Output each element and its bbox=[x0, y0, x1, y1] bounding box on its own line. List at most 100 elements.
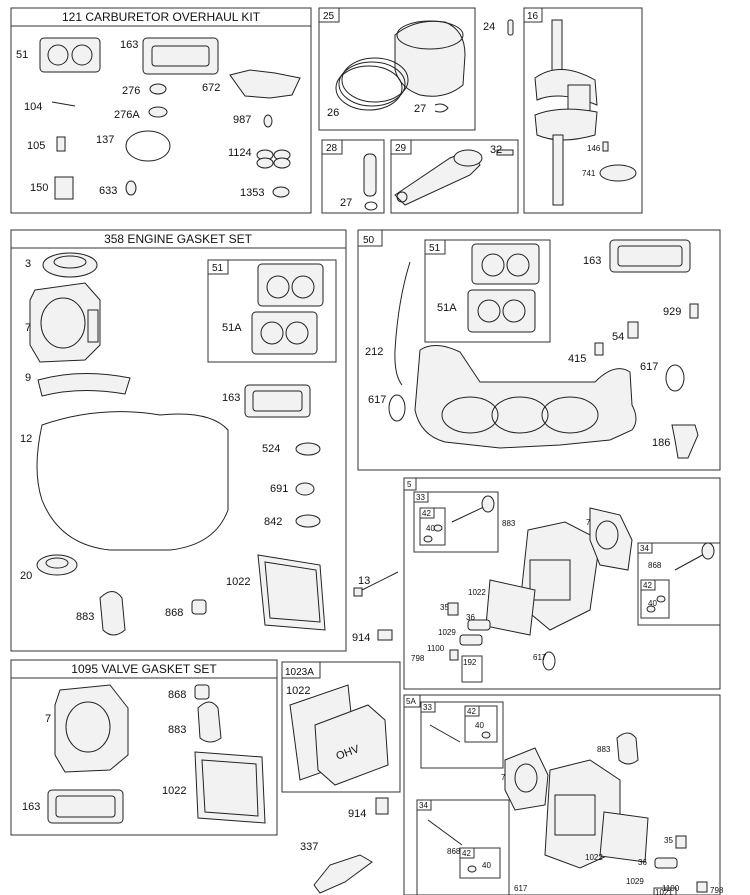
box-tag: 42 bbox=[462, 849, 471, 858]
bolt-929 bbox=[689, 303, 699, 319]
intake-valve-stem-2 bbox=[429, 724, 461, 743]
pin-24 bbox=[507, 19, 514, 36]
part-label: 24 bbox=[483, 21, 495, 33]
cylinder-head-tag-frame bbox=[403, 477, 417, 491]
part-label: 1022 bbox=[162, 785, 186, 797]
manifold-port bbox=[441, 396, 499, 434]
head-gasket-bore bbox=[595, 520, 619, 550]
part-label: 672 bbox=[202, 82, 220, 94]
cylinder-head-5a-box: 5A 33 42 34 42 1021 40 883 7 868 40 35 3… bbox=[403, 694, 724, 895]
crankshaft-frame bbox=[523, 7, 643, 214]
piston-pin bbox=[363, 153, 377, 197]
rocker-36b bbox=[654, 857, 678, 869]
part-label: 1100 bbox=[662, 884, 680, 893]
part-label: 868 bbox=[168, 689, 186, 701]
box-tag: 34 bbox=[419, 801, 428, 810]
box-tag: 25 bbox=[323, 11, 335, 22]
intake-gasket-bore bbox=[291, 275, 315, 299]
exhaust-valve-tag-frame-2 bbox=[416, 799, 432, 811]
keeper-box-4 bbox=[459, 847, 501, 879]
part-label: 337 bbox=[300, 841, 318, 853]
part-label: 617 bbox=[514, 884, 528, 893]
part-label: 40 bbox=[648, 599, 657, 608]
part-label: 26 bbox=[327, 107, 339, 119]
part-label: 1022 bbox=[226, 576, 250, 588]
manifold-gasket-box bbox=[424, 239, 551, 343]
valve-gasket-header bbox=[10, 659, 278, 679]
part-label: 35 bbox=[664, 836, 673, 845]
cylinder-head-box: 5 33 42 34 42 192 40 883 7 86 bbox=[403, 477, 721, 690]
part-label: 150 bbox=[30, 182, 48, 194]
part-label: 163 bbox=[22, 801, 40, 813]
part-label: 146 bbox=[587, 144, 601, 153]
box-tag: 34 bbox=[640, 544, 649, 553]
manifold-gasket bbox=[471, 243, 540, 285]
bolt-54 bbox=[627, 321, 639, 339]
part-label: 617 bbox=[640, 361, 658, 373]
part-label: 27 bbox=[414, 103, 426, 115]
exhaust-valve-box bbox=[637, 542, 721, 626]
part-label: 415 bbox=[568, 353, 586, 365]
valve-cover-box: 1023A OHV 1022 bbox=[281, 661, 401, 793]
carb-gasket-bore bbox=[47, 44, 69, 66]
bolt-914 bbox=[377, 629, 393, 641]
gasket-163b-inner bbox=[617, 245, 683, 267]
part-label: 40 bbox=[482, 861, 491, 870]
gasket-883 bbox=[99, 591, 126, 636]
part-label: 104 bbox=[24, 101, 42, 113]
box-tag: 42 bbox=[422, 509, 431, 518]
box-tag: 42 bbox=[643, 581, 652, 590]
part-label: 1022 bbox=[585, 853, 603, 862]
box-tag: 29 bbox=[395, 143, 407, 154]
gasket-163c-inner bbox=[55, 795, 116, 818]
keeper-tag-frame-3 bbox=[464, 705, 480, 717]
gasket-9 bbox=[37, 373, 131, 397]
part-label: 7 bbox=[501, 773, 506, 782]
box-tag: 33 bbox=[423, 703, 432, 712]
manifold-gasket-bore bbox=[477, 299, 501, 323]
gasket-1022 bbox=[257, 554, 326, 631]
part-label: 1353 bbox=[240, 187, 264, 199]
gear-741 bbox=[599, 164, 637, 182]
valve-keeper bbox=[433, 524, 443, 532]
head-gasket-7b bbox=[54, 684, 129, 773]
box-tag: 5A bbox=[406, 697, 416, 706]
bolt-914b bbox=[375, 797, 389, 815]
engine-gasket-box: 358 ENGINE GASKET SET 51 3 7 9 12 20 51A bbox=[10, 229, 347, 652]
crankcase-gasket-12 bbox=[36, 411, 229, 551]
carb-gasket-163 bbox=[142, 37, 219, 75]
head-gasket-2 bbox=[504, 747, 549, 811]
pin-104 bbox=[51, 101, 76, 107]
oring-617b bbox=[388, 394, 406, 422]
part-label: 798 bbox=[411, 654, 425, 663]
pushrod-box bbox=[461, 655, 483, 683]
valve-keeper bbox=[481, 731, 491, 739]
valve-cover-gasket bbox=[485, 579, 536, 636]
part-label: 633 bbox=[99, 185, 117, 197]
box-tag: 51 bbox=[429, 243, 441, 254]
stud-798b bbox=[696, 881, 708, 893]
washer-633 bbox=[125, 180, 137, 196]
part-label: 883 bbox=[502, 519, 516, 528]
part-label: 868 bbox=[165, 607, 183, 619]
part-label: 13 bbox=[358, 575, 370, 587]
gasket-1022b-inner bbox=[201, 759, 259, 817]
part-label: 868 bbox=[447, 847, 461, 856]
cylinder-head-5a-tag-frame bbox=[403, 694, 421, 708]
part-label: 883 bbox=[76, 611, 94, 623]
part-label: 163 bbox=[222, 392, 240, 404]
piston-frame bbox=[318, 7, 476, 131]
intake-gasket-51a bbox=[251, 311, 318, 355]
engine-gasket-title: 358 ENGINE GASKET SET bbox=[104, 232, 253, 246]
valve-cover bbox=[314, 704, 389, 786]
manifold-gasket-bore bbox=[481, 253, 505, 277]
valve-cover-frame bbox=[281, 661, 401, 793]
part-label: 842 bbox=[264, 516, 282, 528]
part-label: 1029 bbox=[626, 877, 644, 886]
pin-clip bbox=[364, 201, 378, 211]
oring-137 bbox=[125, 130, 171, 162]
bolt-13-head bbox=[353, 587, 363, 597]
piston-pin-frame bbox=[321, 139, 385, 214]
washer-1353 bbox=[272, 186, 290, 198]
